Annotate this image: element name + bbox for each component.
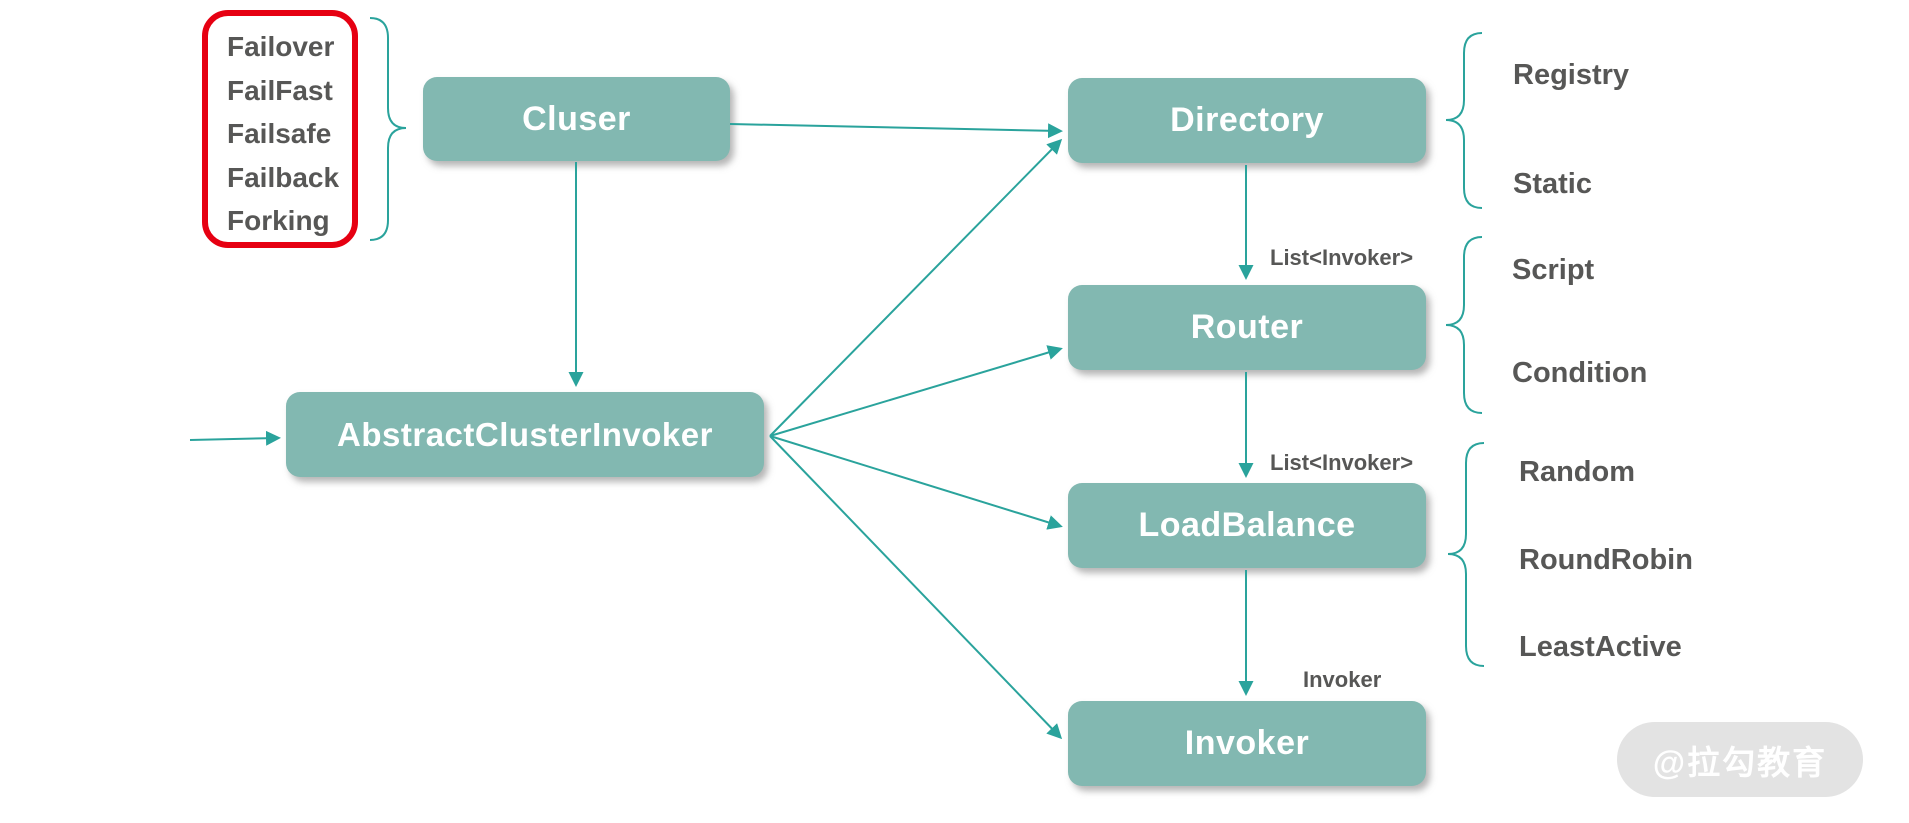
- node-invoker: Invoker: [1068, 701, 1426, 786]
- node-cluser: Cluser: [423, 77, 730, 161]
- brace-router-types: [1445, 236, 1483, 414]
- loadbalance-type-leastactive: LeastActive: [1519, 631, 1682, 663]
- arrow-aci-to-loadbalance: [769, 435, 1063, 530]
- loadbalance-type-random: Random: [1519, 456, 1635, 488]
- node-loadbalance: LoadBalance: [1068, 483, 1426, 568]
- arrow-cluser-to-directory: [729, 123, 1063, 139]
- fault-strategy-list: Failover FailFast Failsafe Failback Fork…: [202, 10, 358, 248]
- watermark-badge: @拉勾教育: [1617, 722, 1863, 797]
- arrow-aci-to-invoker: [769, 435, 1063, 740]
- brace-strategies-to-cluser: [369, 17, 407, 241]
- router-type-condition: Condition: [1512, 357, 1648, 389]
- edge-label-list-invoker-1: List<Invoker>: [1270, 245, 1414, 270]
- brace-loadbalance-types: [1447, 442, 1485, 667]
- arrow-into-abstract-cluster-invoker: [189, 430, 281, 446]
- fault-strategy-item: Failsafe: [227, 118, 332, 149]
- fault-strategy-item: Failback: [227, 161, 340, 193]
- directory-type-static: Static: [1513, 168, 1592, 200]
- fault-strategy-item: Failover: [227, 31, 335, 62]
- node-directory: Directory: [1068, 78, 1426, 163]
- edge-label-invoker: Invoker: [1303, 667, 1382, 692]
- fault-strategy-item: Forking: [227, 205, 330, 236]
- arrow-aci-to-directory: [769, 138, 1063, 437]
- brace-directory-types: [1445, 32, 1483, 209]
- fault-strategy-item: FailFast: [227, 74, 333, 106]
- arrow-aci-to-router: [769, 345, 1063, 437]
- router-type-script: Script: [1512, 254, 1595, 286]
- edge-label-list-invoker-2: List<Invoker>: [1270, 450, 1414, 475]
- directory-type-registry: Registry: [1513, 59, 1630, 91]
- node-router: Router: [1068, 285, 1426, 370]
- node-abstract-cluster-invoker: AbstractClusterInvoker: [286, 392, 764, 477]
- loadbalance-type-roundrobin: RoundRobin: [1519, 544, 1693, 576]
